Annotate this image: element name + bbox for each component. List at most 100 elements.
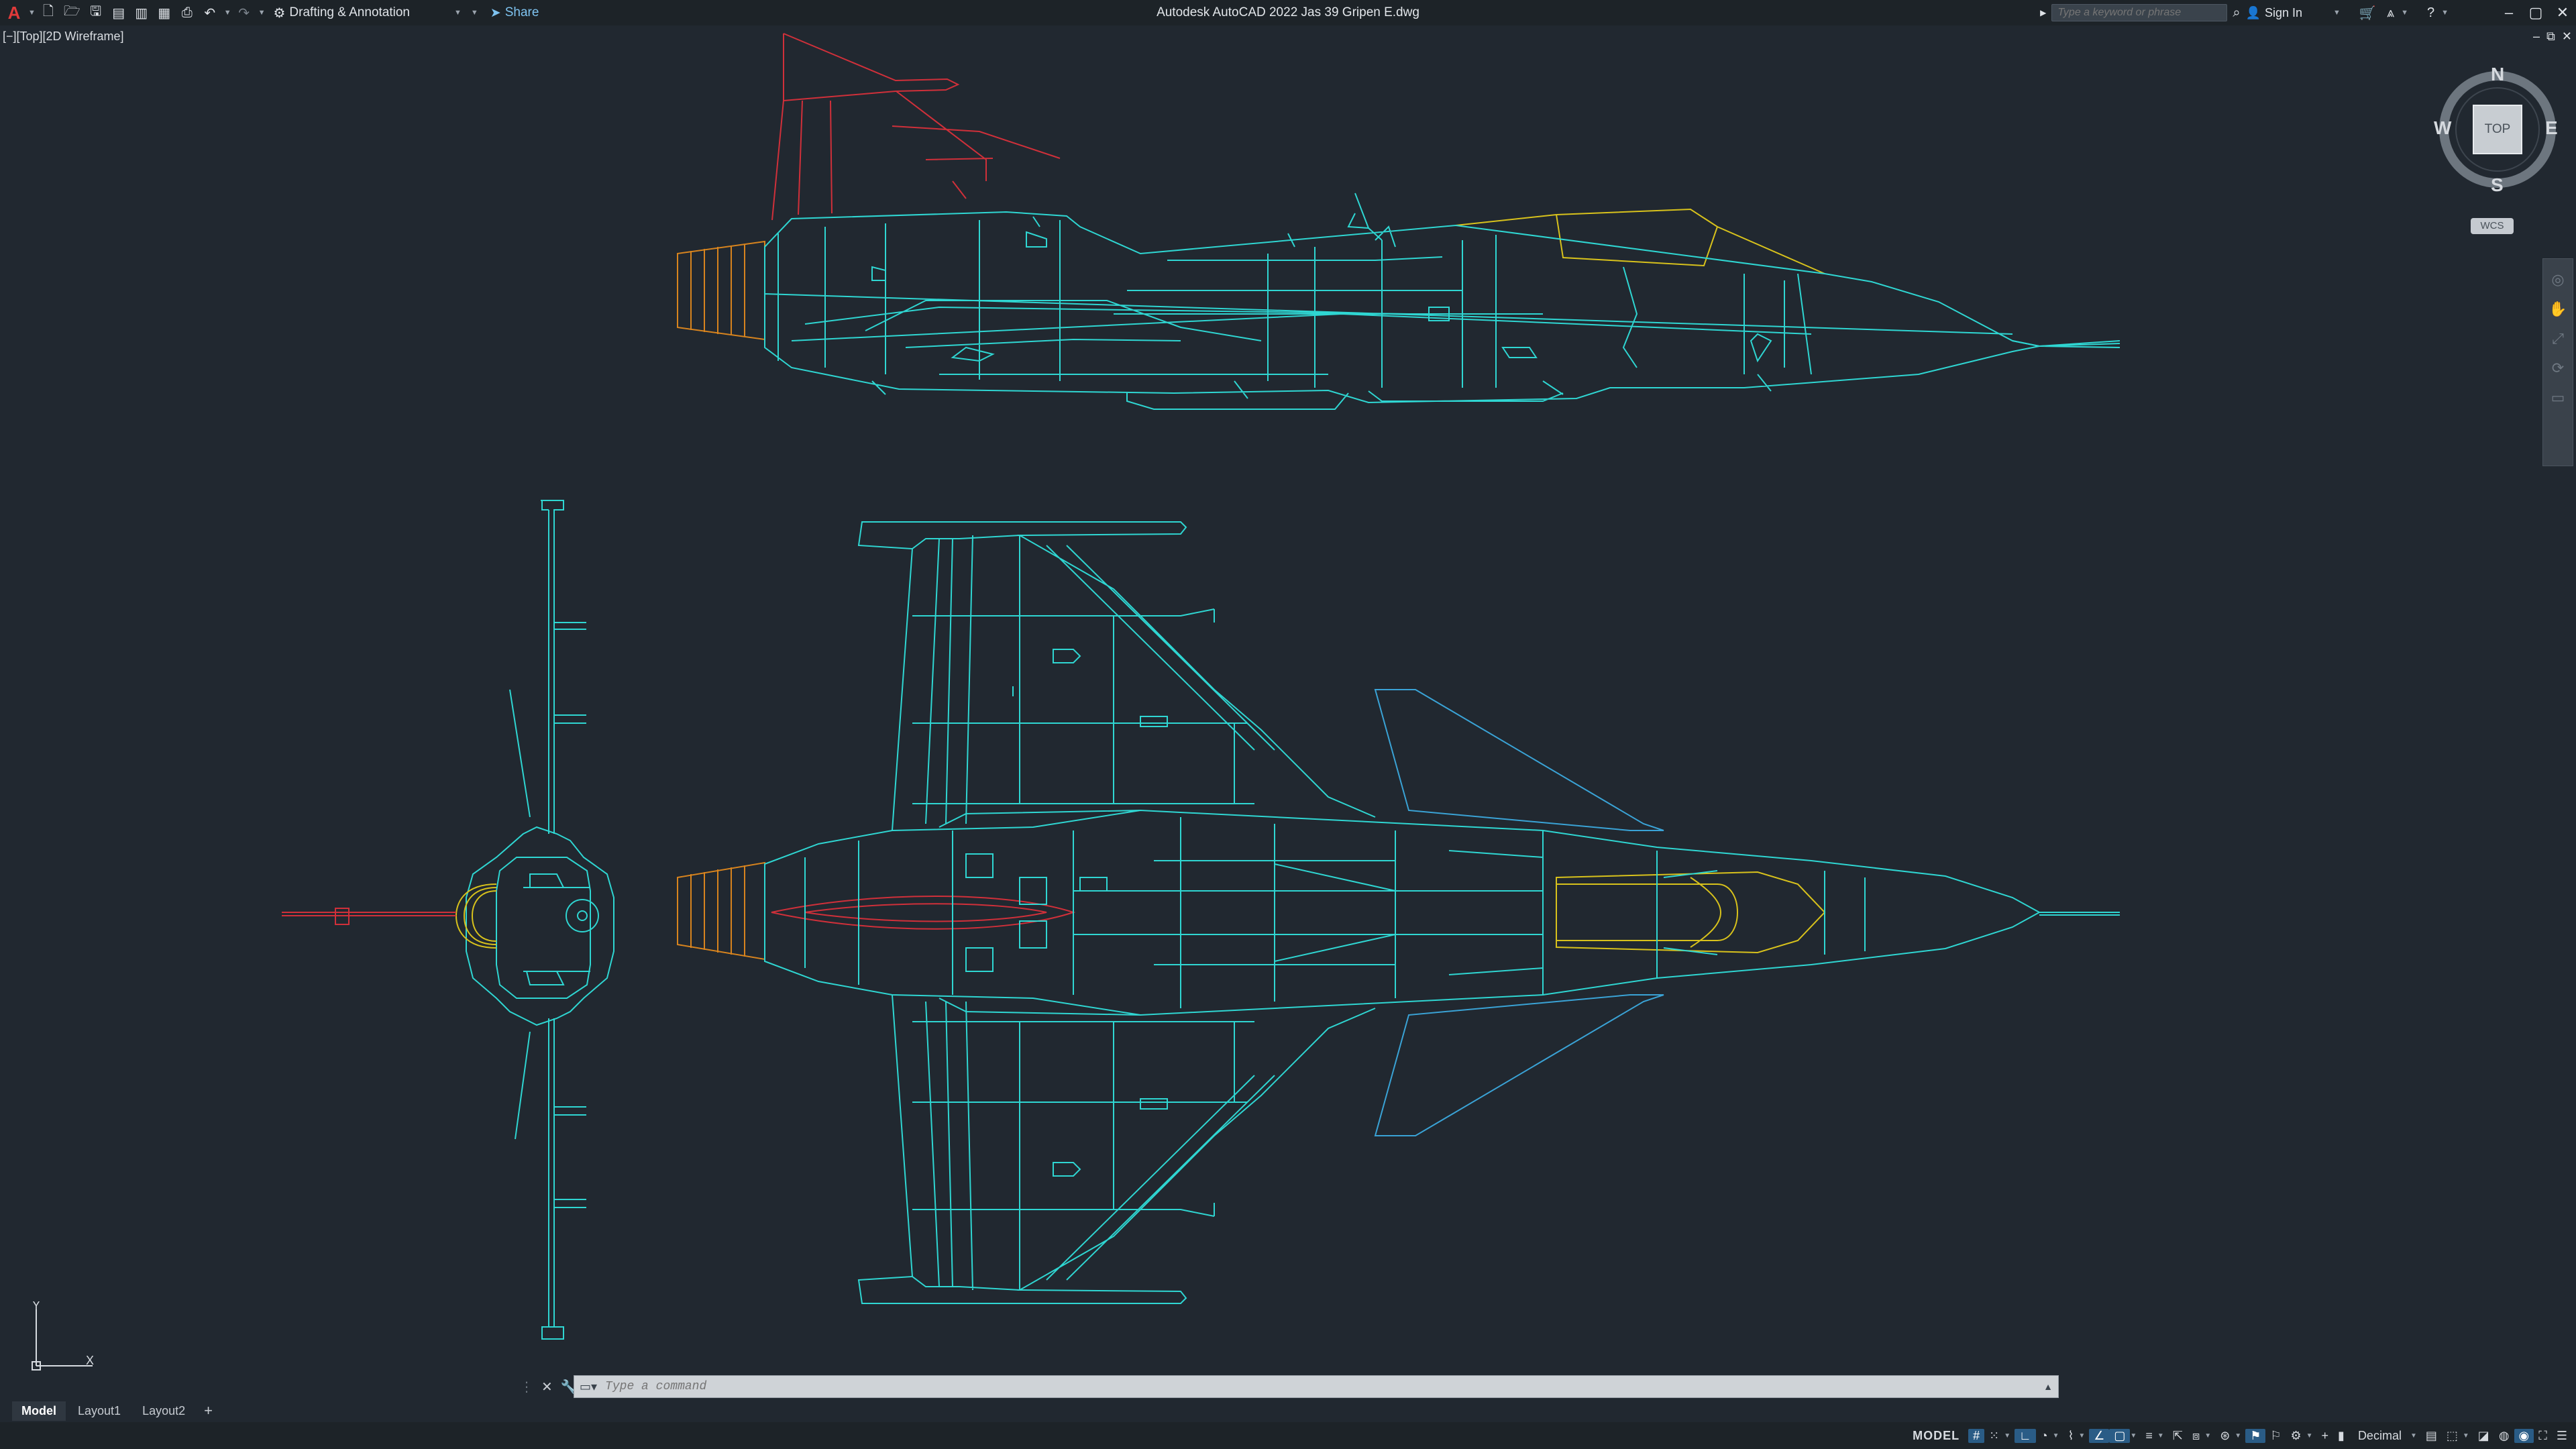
compass-south[interactable]: S <box>2491 174 2504 195</box>
tab-layout2[interactable]: Layout2 <box>142 1403 186 1417</box>
selection-cycling-icon[interactable]: ⧈ <box>2192 1428 2200 1442</box>
command-input[interactable] <box>604 1379 2037 1394</box>
annotation-visibility-icon[interactable]: ⚑ <box>2245 1428 2266 1443</box>
object-snap-tracking-icon[interactable]: ∠ <box>2089 1428 2110 1443</box>
save-as-icon[interactable]: ▤ <box>112 5 125 21</box>
workspace-switcher[interactable]: ⚙ Drafting & Annotation ▼ <box>268 3 466 23</box>
chevron-down-icon[interactable]: ▼ <box>2401 9 2408 17</box>
cart-icon[interactable]: 🛒 <box>2359 5 2376 21</box>
units-selector[interactable]: Decimal <box>2357 1428 2402 1442</box>
web-save-icon[interactable]: ▥ <box>135 5 148 21</box>
undo-icon[interactable]: ↶ <box>204 5 216 21</box>
expand-arrow-icon[interactable]: ▶ <box>2040 8 2047 17</box>
plot-icon[interactable]: ▦ <box>158 5 171 21</box>
chevron-down-icon[interactable]: ▼ <box>2235 1432 2242 1440</box>
tab-model[interactable]: Model <box>12 1401 66 1421</box>
compass-west[interactable]: W <box>2434 117 2452 138</box>
save-icon[interactable]: 🖫 <box>90 4 102 19</box>
pan-icon[interactable]: ✋ <box>2548 301 2567 317</box>
clean-screen-icon[interactable]: ◉ <box>2514 1428 2534 1443</box>
workspace-label: Drafting & Annotation <box>289 5 410 19</box>
command-input-box[interactable]: ▭▾ ▲ <box>574 1375 2059 1398</box>
viewcube-top-face[interactable]: TOP <box>2473 105 2522 154</box>
chevron-down-icon[interactable]: ▼ <box>2052 1432 2059 1440</box>
viewcube[interactable]: N S E W TOP <box>2428 64 2563 198</box>
minimize-icon[interactable]: – <box>2504 4 2514 21</box>
showmotion-icon[interactable]: ▭ <box>2551 389 2565 406</box>
model-space-toggle[interactable]: MODEL <box>1913 1428 1960 1442</box>
ucs-menu[interactable]: WCS <box>2471 218 2514 234</box>
sign-in-button[interactable]: 👤 Sign In ▼ <box>2246 6 2341 20</box>
units-icon[interactable]: ▮ <box>2338 1428 2345 1442</box>
quick-properties-icon[interactable]: ▤ <box>2425 1428 2437 1442</box>
customize-quick-access-icon[interactable]: ▼ <box>470 9 478 17</box>
chevron-down-icon[interactable]: ▼ <box>2004 1432 2011 1440</box>
transparency-icon[interactable]: ⇱ <box>2172 1428 2183 1442</box>
steering-wheel-icon[interactable]: ◎ <box>2551 271 2565 288</box>
doc-close-icon[interactable]: ✕ <box>2561 30 2572 43</box>
workspace-gear-icon[interactable]: ⚙ <box>2290 1428 2302 1442</box>
lock-ui-icon[interactable]: ⬚ <box>2446 1428 2458 1442</box>
title-bar: A ▼ 🗋 🗁 🖫 ▤ ▥ ▦ ⎙ ↶ ▼ ↷ ▼ ⚙ Drafting & A… <box>0 0 2576 25</box>
object-snap-icon[interactable]: ▢ <box>2109 1428 2131 1443</box>
grid-icon[interactable]: # <box>1968 1428 1985 1443</box>
print-icon[interactable]: ⎙ <box>181 5 193 20</box>
navigation-bar[interactable]: ◎ ✋ ⤢ ⟳ ▭ <box>2542 258 2573 466</box>
application-menu-button[interactable]: A <box>7 2 21 23</box>
share-button[interactable]: ➤ Share <box>490 5 539 21</box>
undo-dropdown-icon[interactable]: ▼ <box>223 9 231 17</box>
chevron-down-icon[interactable]: ▼ <box>2157 1432 2164 1440</box>
ortho-icon[interactable]: ∟ <box>2015 1428 2036 1443</box>
compass-ring[interactable] <box>2428 64 2563 198</box>
graphics-performance-icon[interactable]: ◍ <box>2498 1428 2510 1442</box>
open-folder-icon[interactable]: 🗁 <box>63 4 80 19</box>
tab-layout1[interactable]: Layout1 <box>78 1403 121 1417</box>
chevron-down-icon[interactable]: ▼ <box>2204 1432 2212 1440</box>
auto-scale-icon[interactable]: ⚐ <box>2270 1428 2282 1442</box>
redo-icon[interactable]: ↷ <box>238 5 250 21</box>
viewport-controls[interactable]: [−][Top][2D Wireframe] <box>3 30 124 43</box>
compass-north[interactable]: N <box>2491 64 2505 85</box>
new-file-icon[interactable]: 🗋 <box>42 4 54 19</box>
orbit-icon[interactable]: ⟳ <box>2551 360 2565 376</box>
chevron-down-icon[interactable]: ▼ <box>2462 1432 2469 1440</box>
isodraft-icon[interactable]: ⌇ <box>2068 1428 2074 1442</box>
chevron-down-icon[interactable]: ▼ <box>2078 1432 2086 1440</box>
maximize-icon[interactable]: ▢ <box>2528 4 2543 21</box>
add-layout-button[interactable]: + <box>204 1402 213 1419</box>
gear-icon: ⚙ <box>273 5 286 21</box>
lineweight-icon[interactable]: ≡ <box>2145 1428 2153 1442</box>
command-history-icon[interactable]: ▲ <box>2043 1381 2053 1392</box>
front-intake-core <box>577 910 588 921</box>
pitot-probe <box>2012 340 2121 348</box>
help-icon[interactable]: ? <box>2426 5 2435 20</box>
annotation-monitor-icon[interactable]: + <box>2321 1428 2329 1442</box>
chevron-down-icon: ▼ <box>454 9 462 17</box>
doc-minimize-icon[interactable]: – <box>2533 30 2540 43</box>
zoom-icon[interactable]: ⤢ <box>2552 330 2564 347</box>
grip-handle[interactable]: ⋮ <box>520 1379 533 1395</box>
chevron-down-icon[interactable]: ▼ <box>2130 1432 2137 1440</box>
chevron-down-icon[interactable]: ▼ <box>2306 1432 2313 1440</box>
wrench-icon[interactable]: 🔧 <box>560 1379 578 1395</box>
doc-restore-icon[interactable]: ⧉ <box>2546 30 2555 43</box>
fullscreen-icon[interactable]: ⛶ <box>2538 1428 2547 1442</box>
polar-tracking-icon[interactable]: ◔ <box>2040 1428 2048 1442</box>
search-icon[interactable]: ⌕ <box>2233 5 2241 20</box>
3d-osnap-icon[interactable]: ⊛ <box>2220 1428 2231 1442</box>
chevron-down-icon[interactable]: ▼ <box>2410 1432 2417 1440</box>
chevron-down-icon[interactable]: ▼ <box>2441 9 2449 17</box>
drawing-canvas[interactable] <box>0 25 2576 1367</box>
search-input[interactable] <box>2051 4 2228 21</box>
recent-commands-icon[interactable]: ▭▾ <box>580 1379 598 1393</box>
customization-menu-icon[interactable]: ☰ <box>2556 1428 2567 1442</box>
close-icon[interactable]: ✕ <box>541 1379 553 1395</box>
autodesk-a360-icon[interactable]: ⩓ <box>2386 5 2395 20</box>
snap-icon[interactable]: ⁙ <box>1989 1428 2000 1442</box>
redo-dropdown-icon[interactable]: ▼ <box>258 9 266 17</box>
user-icon: 👤 <box>2245 5 2261 19</box>
compass-east[interactable]: E <box>2545 117 2558 138</box>
chevron-down-icon[interactable]: ▼ <box>28 9 36 17</box>
close-icon[interactable]: ✕ <box>2556 4 2569 21</box>
isolate-objects-icon[interactable]: ◪ <box>2477 1428 2489 1442</box>
